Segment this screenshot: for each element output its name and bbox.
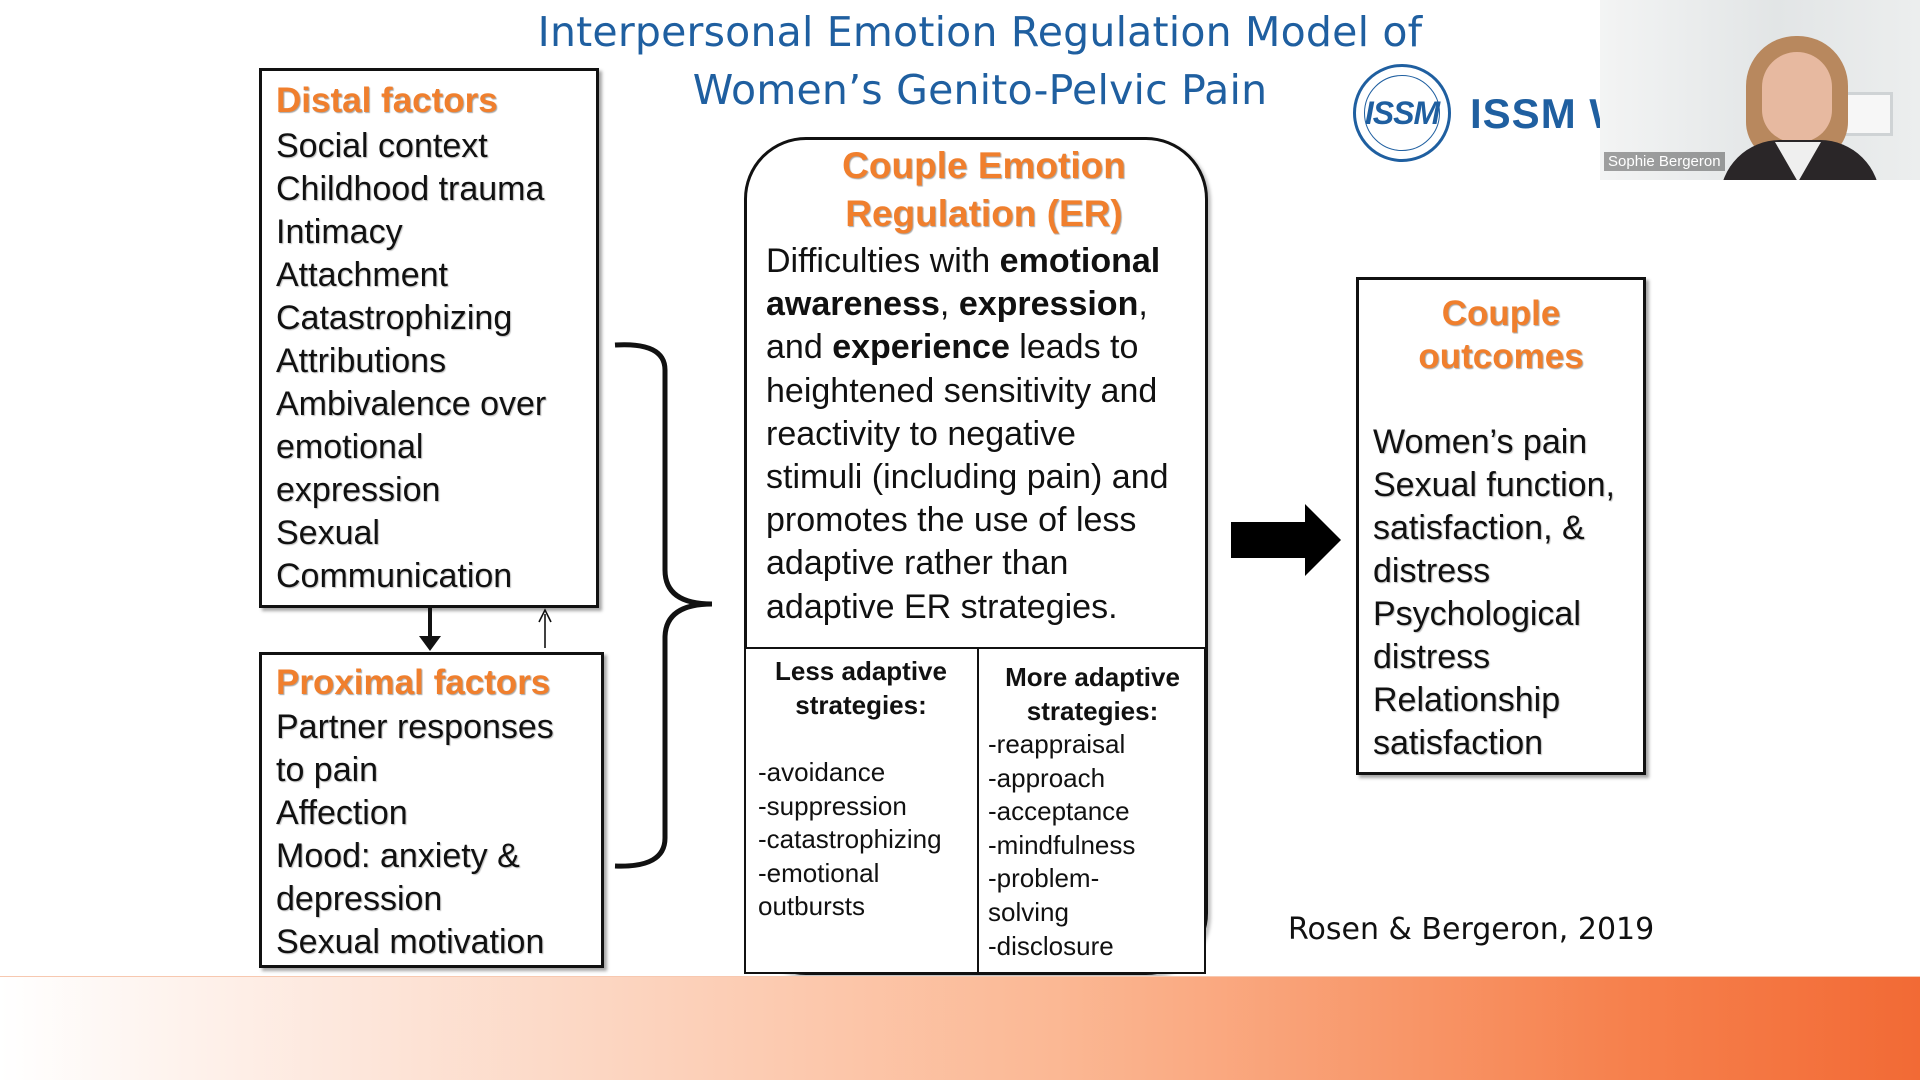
list-item: distress [1373, 638, 1491, 676]
desc-line: and experience leads to [766, 326, 1216, 369]
down-arrow-head-icon [419, 636, 441, 651]
up-arrow-head-icon [538, 608, 552, 623]
list-item: Relationship [1373, 681, 1561, 719]
desc-line: reactivity to negative [766, 414, 1076, 453]
list-item: Attributions [276, 342, 447, 380]
list-item: -suppression [758, 790, 907, 821]
couple-er-title: Couple Emotion Regulation (ER) [744, 142, 1224, 238]
issm-seal-mark: ISSM [1364, 95, 1440, 131]
list-item: -acceptance [988, 796, 1130, 827]
list-item: depression [276, 880, 443, 918]
footer-divider [0, 976, 1920, 977]
desc-text: leads to [1009, 328, 1139, 367]
list-item: Sexual [276, 514, 380, 552]
less-adaptive-heading-line-1: Less adaptive [775, 656, 947, 686]
list-item: Ambivalence over [276, 385, 547, 423]
desc-emphasis: emotional [999, 242, 1161, 280]
footer-gradient-band [0, 976, 1920, 1080]
couple-er-title-line-1: Couple Emotion [842, 145, 1126, 186]
list-item: Communication [276, 557, 513, 595]
list-item: -disclosure [988, 930, 1114, 961]
participant-name-label: Sophie Bergeron [1604, 152, 1725, 171]
list-item: distress [1373, 552, 1491, 590]
list-item: -avoidance [758, 757, 886, 787]
list-item: expression [276, 471, 441, 509]
more-adaptive-heading-line-2: strategies: [1026, 696, 1159, 726]
right-block-arrow-icon [1231, 504, 1341, 576]
issm-seal-icon: ISSM [1353, 64, 1451, 162]
list-item: emotional [276, 428, 424, 466]
participant-video-tile[interactable]: Sophie Bergeron [1600, 0, 1920, 180]
list-item: to pain [276, 751, 379, 789]
list-item: Sexual function, [1373, 466, 1615, 504]
list-item: -emotional [758, 857, 880, 888]
list-item: Social context [276, 127, 488, 165]
proximal-factors-list: Partner responses to pain Affection Mood… [276, 706, 554, 964]
list-item: satisfaction [1373, 724, 1544, 762]
distal-factors-heading: Distal factors [276, 81, 498, 120]
list-item: Affection [276, 794, 408, 832]
list-item: Catastrophizing [276, 299, 513, 337]
proximal-factors-heading: Proximal factors [276, 663, 551, 702]
desc-line: awareness, expression, [766, 283, 1216, 326]
desc-emphasis: awareness [766, 285, 940, 324]
list-item: solving [988, 896, 1069, 927]
list-item: Attachment [276, 256, 448, 294]
more-adaptive-heading: More adaptive strategies: [980, 660, 1205, 728]
desc-text: , [939, 285, 959, 324]
list-item: Sexual motivation [276, 923, 545, 961]
list-item: Intimacy [276, 213, 403, 251]
couple-outcomes-heading-line-2: outcomes [1418, 337, 1584, 376]
more-adaptive-heading-line-1: More adaptive [1005, 662, 1180, 692]
desc-line: adaptive rather than [766, 544, 1069, 583]
desc-line: stimuli (including pain) and [766, 458, 1169, 497]
distal-factors-box: Distal factors Social context Childhood … [259, 68, 599, 608]
list-item: outbursts [758, 891, 865, 922]
proximal-factors-box: Proximal factors Partner responses to pa… [259, 652, 604, 968]
desc-emphasis: experience [832, 328, 1010, 367]
desc-line: heightened sensitivity and [766, 371, 1158, 410]
slide-title-line-1: Interpersonal Emotion Regulation Model o… [537, 8, 1423, 56]
desc-text: Difficulties with [766, 242, 1000, 280]
strategies-table [744, 647, 1206, 974]
list-item: Childhood trauma [276, 170, 545, 208]
list-item: -catastrophizing [758, 824, 942, 855]
strategies-divider [977, 647, 979, 974]
desc-text: and [766, 328, 833, 367]
list-item: -approach [988, 762, 1106, 793]
list-item: -mindfulness [988, 829, 1136, 860]
list-item: Psychological [1373, 595, 1581, 633]
desc-emphasis: expression [958, 285, 1139, 324]
couple-er-description: Difficulties with emotional awareness, e… [766, 240, 1216, 629]
desc-text: , [1138, 285, 1148, 324]
list-item: -reappraisal [988, 729, 1126, 759]
grouping-brace [614, 342, 713, 869]
less-adaptive-list: -avoidance -suppression -catastrophizing… [758, 756, 942, 924]
list-item: Women’s pain [1373, 423, 1588, 461]
less-adaptive-heading-line-2: strategies: [795, 690, 927, 720]
less-adaptive-heading: Less adaptive strategies: [746, 654, 976, 722]
couple-outcomes-heading-line-1: Couple [1441, 294, 1561, 333]
couple-outcomes-box: Couple outcomes Women’s pain Sexual func… [1356, 277, 1646, 775]
couple-outcomes-list: Women’s pain Sexual function, satisfacti… [1373, 421, 1615, 765]
citation: Rosen & Bergeron, 2019 [1288, 912, 1655, 947]
speaker-face [1762, 52, 1832, 142]
slide-title-line-2: Women’s Genito-Pelvic Pain [692, 66, 1268, 114]
list-item: satisfaction, & [1373, 509, 1585, 547]
desc-line: promotes the use of less [766, 501, 1137, 540]
couple-er-title-line-2: Regulation (ER) [845, 193, 1123, 234]
distal-factors-list: Social context Childhood trauma Intimacy… [276, 125, 546, 598]
desc-line: Difficulties with emotional [766, 240, 1216, 283]
couple-outcomes-heading: Couple outcomes [1359, 292, 1643, 378]
list-item: -problem- [988, 863, 1100, 894]
issm-seal-ring [1364, 75, 1440, 151]
more-adaptive-list: -reappraisal -approach -acceptance -mind… [988, 728, 1135, 963]
list-item: Partner responses [276, 708, 554, 746]
list-item: Mood: anxiety & [276, 837, 520, 875]
wall-frame-icon [1843, 92, 1893, 136]
desc-line: adaptive ER strategies. [766, 587, 1118, 626]
